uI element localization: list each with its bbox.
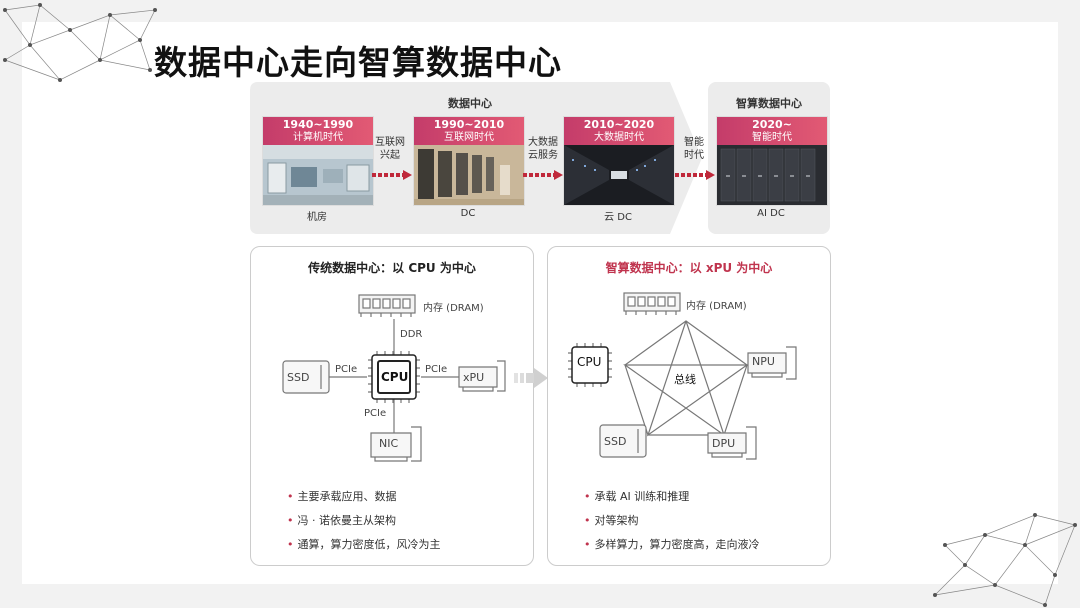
era-name: 互联网时代 — [414, 131, 524, 144]
evolution-timeline: 数据中心 智算数据中心 1940~1990 计算机时代 机房 1990~2010… — [250, 82, 830, 234]
era-name: 智能时代 — [717, 131, 827, 144]
transition-line1: 大数据 — [522, 136, 564, 149]
dashed-arrow-icon — [372, 170, 412, 180]
transition-arrow-icon — [514, 368, 548, 388]
bullet-item: • 冯 · 诺依曼主从架构 — [287, 509, 441, 533]
ai-dc-image — [717, 145, 827, 205]
era-band: 2020~ 智能时代 — [717, 117, 827, 145]
group-label-aidc: 智算数据中心 — [708, 95, 830, 111]
bullet-item: • 对等架构 — [584, 509, 760, 533]
bullet-dot-icon: • — [287, 490, 294, 503]
era-label-4: AI DC — [716, 208, 826, 219]
transition-line1: 互联网 — [370, 136, 410, 149]
bullet-dot-icon: • — [584, 490, 591, 503]
ssd-label: SSD — [287, 371, 309, 384]
transition-line2: 时代 — [675, 149, 713, 162]
cloud-dc-image — [564, 145, 674, 205]
era-name: 大数据时代 — [564, 131, 674, 144]
era-dates: 2020~ — [717, 118, 827, 131]
bullet-dot-icon: • — [584, 538, 591, 551]
ssd-label: SSD — [604, 435, 626, 448]
transition-label-2: 大数据 云服务 — [522, 136, 564, 162]
transition-line2: 兴起 — [370, 149, 410, 162]
era-label-3: 云 DC — [563, 208, 673, 223]
bullet-text: 对等架构 — [595, 514, 639, 527]
dpu-label: DPU — [712, 437, 735, 450]
era-dates: 2010~2020 — [564, 118, 674, 131]
nic-label: NIC — [379, 437, 398, 450]
traditional-bullets: • 主要承载应用、数据 • 冯 · 诺依曼主从架构 • 通算，算力密度低，风冷为主 — [287, 485, 441, 557]
page-title: 数据中心走向智算数据中心 — [154, 36, 562, 84]
era-dates: 1940~1990 — [263, 118, 373, 131]
era-band: 2010~2020 大数据时代 — [564, 117, 674, 145]
transition-label-1: 互联网 兴起 — [370, 136, 410, 162]
intelligent-dc-panel: 智算数据中心：以 xPU 为中心 内存 (DRAM) — [547, 246, 831, 566]
era-dates: 1990~2010 — [414, 118, 524, 131]
bullet-dot-icon: • — [584, 514, 591, 527]
bullet-item: • 多样算力，算力密度高，走向液冷 — [584, 533, 760, 557]
era-name: 计算机时代 — [263, 131, 373, 144]
bullet-item: • 承载 AI 训练和推理 — [584, 485, 760, 509]
bullet-text: 通算，算力密度低，风冷为主 — [298, 538, 441, 551]
traditional-dc-panel: 传统数据中心：以 CPU 为中心 — [250, 246, 534, 566]
group-label-dc: 数据中心 — [410, 95, 530, 111]
bullet-item: • 通算，算力密度低，风冷为主 — [287, 533, 441, 557]
ddr-label: DDR — [400, 329, 422, 340]
pcie-left-label: PCIe — [335, 364, 357, 375]
era-band: 1940~1990 计算机时代 — [263, 117, 373, 145]
bullet-item: • 主要承载应用、数据 — [287, 485, 441, 509]
era-band: 1990~2010 互联网时代 — [414, 117, 524, 145]
memory-label: 内存 (DRAM) — [686, 297, 747, 312]
era-card-2: 1990~2010 互联网时代 — [413, 116, 525, 206]
network-decoration-top-left — [0, 0, 160, 90]
era-card-1: 1940~1990 计算机时代 — [262, 116, 374, 206]
pcie-right-label: PCIe — [425, 364, 447, 375]
bullet-dot-icon: • — [287, 538, 294, 551]
dashed-arrow-icon — [675, 170, 715, 180]
npu-label: NPU — [752, 355, 775, 368]
memory-label: 内存 (DRAM) — [423, 299, 484, 314]
network-decoration-bottom-right — [925, 505, 1080, 608]
computer-room-image — [263, 145, 373, 205]
bus-label: 总线 — [674, 371, 696, 387]
bullet-text: 多样算力，算力密度高，走向液冷 — [595, 538, 760, 551]
transition-line1: 智能 — [675, 136, 713, 149]
data-center-image — [414, 145, 524, 205]
xpu-label: xPU — [463, 371, 484, 384]
transition-line2: 云服务 — [522, 149, 564, 162]
cpu-label: CPU — [381, 370, 408, 384]
era-card-3: 2010~2020 大数据时代 — [563, 116, 675, 206]
cpu-label: CPU — [577, 355, 601, 369]
bullet-text: 承载 AI 训练和推理 — [595, 490, 690, 503]
intelligent-bullets: • 承载 AI 训练和推理 • 对等架构 • 多样算力，算力密度高，走向液冷 — [584, 485, 760, 557]
pcie-bottom-label: PCIe — [364, 408, 386, 419]
bullet-text: 冯 · 诺依曼主从架构 — [298, 514, 397, 527]
bullet-dot-icon: • — [287, 514, 294, 527]
transition-label-3: 智能 时代 — [675, 136, 713, 162]
dashed-arrow-icon — [523, 170, 563, 180]
bullet-text: 主要承载应用、数据 — [298, 490, 397, 503]
era-label-1: 机房 — [262, 208, 372, 223]
era-card-4: 2020~ 智能时代 — [716, 116, 828, 206]
era-label-2: DC — [413, 208, 523, 219]
